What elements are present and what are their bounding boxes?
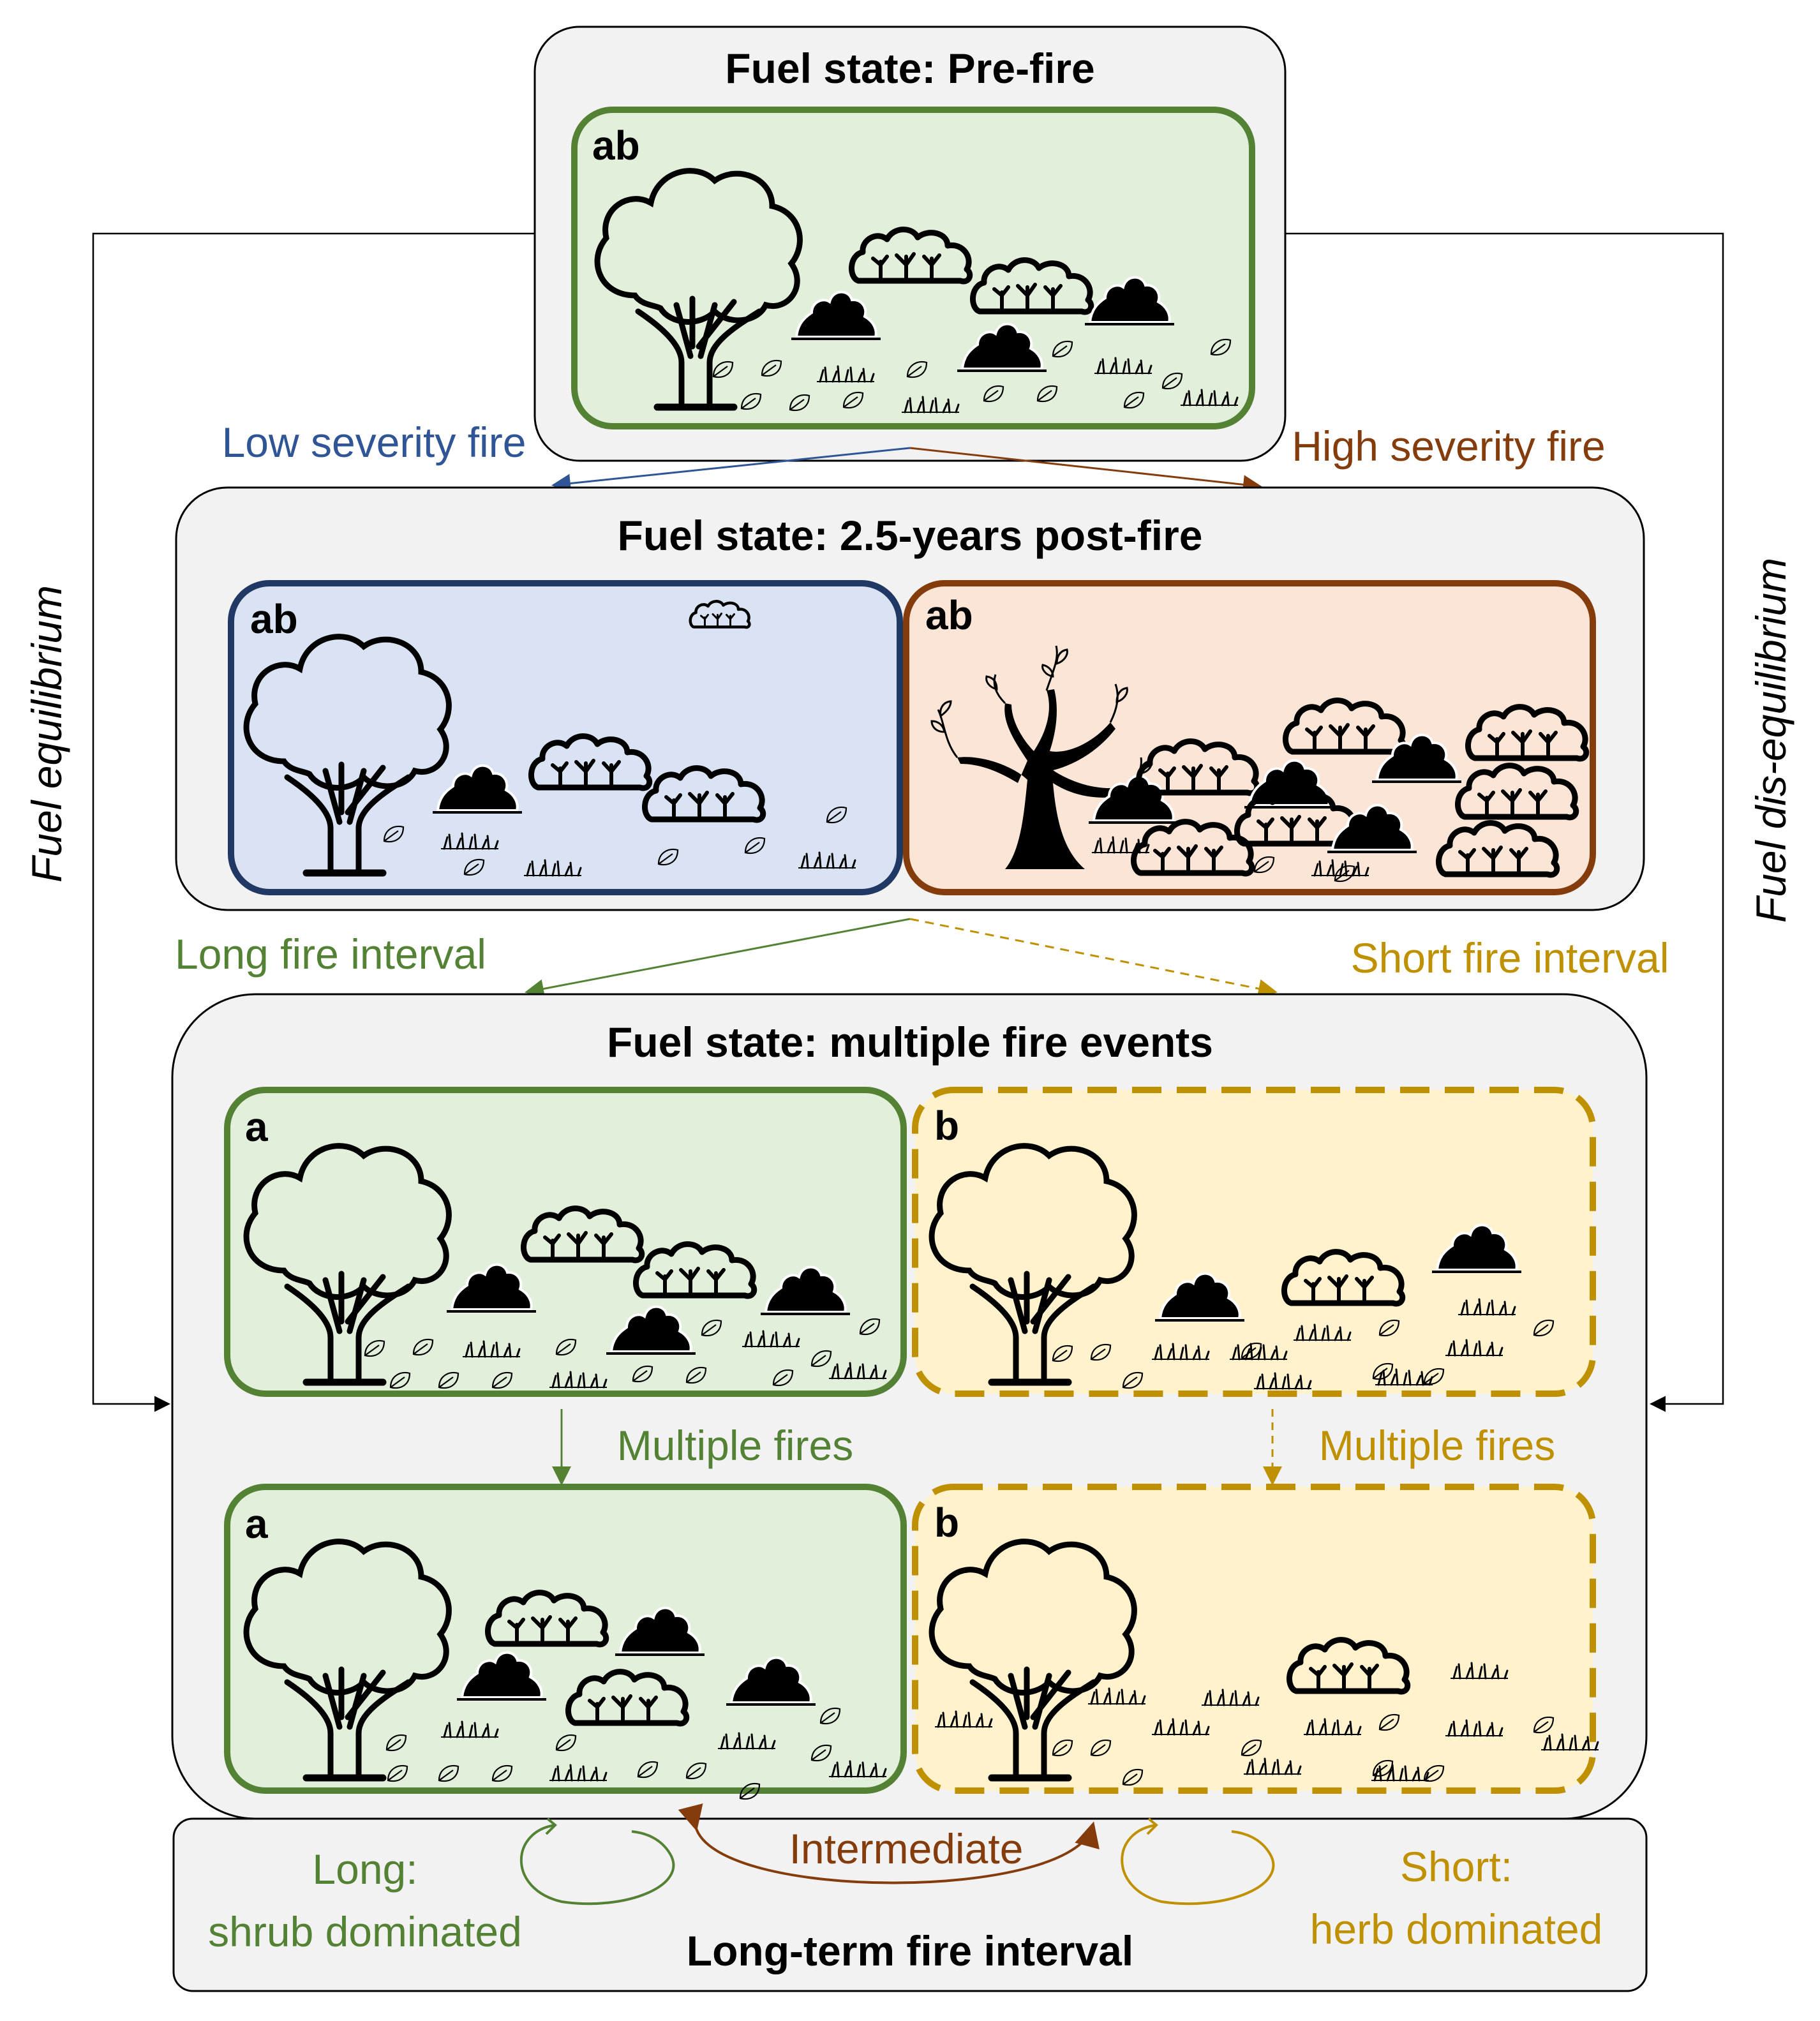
short-interval-arrow — [909, 918, 1278, 999]
legend-short-line1: Short: — [1400, 1843, 1512, 1890]
disequilibrium-feedback-line — [1285, 232, 1724, 1412]
legend-long-line2: shrub dominated — [208, 1908, 522, 1955]
legend-short-line2: herb dominated — [1310, 1905, 1603, 1953]
long-loop-icon — [519, 1817, 675, 1905]
short-interval-panel-2-label: b — [934, 1500, 959, 1546]
short-loop-icon — [1121, 1817, 1275, 1905]
pre-fire-panel-label: ab — [592, 123, 640, 168]
high-severity-panel-label: ab — [925, 592, 973, 638]
intermediate-arc-arrow — [678, 1803, 1100, 1884]
short-interval-panel-1-label: b — [934, 1103, 959, 1149]
legend-title: Long-term fire interval — [687, 1927, 1133, 1974]
long-interval-panel-1-label: a — [245, 1104, 268, 1150]
multiple-fires-short-label: Multiple fires — [1319, 1422, 1555, 1469]
low-severity-panel-label: ab — [250, 596, 298, 642]
long-interval-panel-1 — [224, 1087, 907, 1397]
long-interval-panel-2-label: a — [245, 1501, 268, 1547]
low-severity-label: Low severity fire — [222, 419, 526, 466]
fuel-equilibrium-label: Fuel equilibrium — [23, 585, 70, 883]
short-interval-panel-2 — [912, 1484, 1596, 1794]
post-fire-stage-title: Fuel state: 2.5-years post-fire — [618, 512, 1203, 559]
high-severity-label: High severity fire — [1292, 422, 1606, 470]
legend-intermediate: Intermediate — [789, 1825, 1024, 1872]
pre-fire-stage-title: Fuel state: Pre-fire — [725, 45, 1095, 92]
high-severity-panel — [903, 580, 1596, 895]
short-interval-panel-1 — [912, 1087, 1596, 1397]
low-severity-arrow — [551, 447, 911, 493]
long-interval-arrow — [525, 918, 911, 999]
short-interval-label: Short fire interval — [1351, 934, 1669, 981]
multiple-fires-long-label: Multiple fires — [617, 1422, 853, 1469]
high-severity-arrow — [909, 447, 1262, 495]
long-interval-panel-2 — [224, 1484, 907, 1794]
low-severity-panel — [228, 580, 903, 895]
multiple-fires-stage-title: Fuel state: multiple fire events — [607, 1018, 1213, 1066]
pre-fire-panel — [571, 107, 1255, 429]
fuel-disequilibrium-label: Fuel dis-equilibrium — [1747, 558, 1794, 923]
equilibrium-feedback-line — [92, 232, 535, 1412]
long-interval-label: Long fire interval — [175, 930, 486, 978]
legend-long-line1: Long: — [312, 1846, 417, 1893]
